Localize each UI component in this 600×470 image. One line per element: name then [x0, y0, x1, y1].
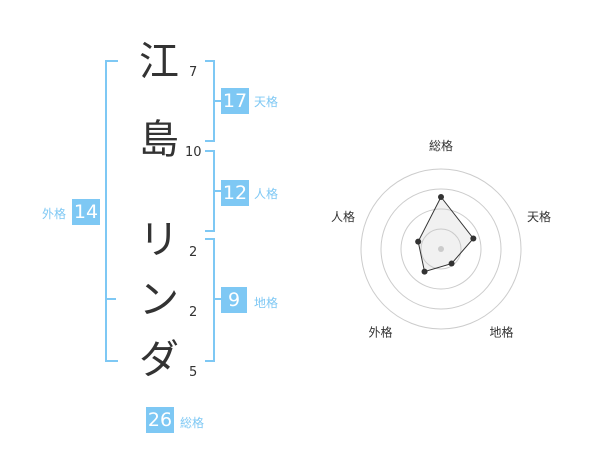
- gaikaku-bracket-mid: [105, 298, 116, 300]
- radar-polygon: [417, 196, 474, 273]
- jinkaku-connector: [215, 190, 221, 192]
- radar-center: [438, 246, 444, 252]
- radar-points: [415, 194, 477, 275]
- tenkaku-value-box: 17: [221, 88, 249, 114]
- stroke-count-5: 5: [189, 365, 198, 380]
- stroke-count-2: 10: [185, 145, 202, 160]
- chikaku-label: 地格: [254, 296, 279, 310]
- radar-ring-4: [360, 168, 522, 330]
- gaikaku-label: 外格: [42, 207, 67, 221]
- name-char-1: 江: [139, 39, 179, 85]
- jinkaku-label: 人格: [254, 187, 279, 201]
- chikaku-value-box: 9: [221, 287, 247, 313]
- stroke-count-1: 7: [189, 65, 198, 80]
- tenkaku-connector: [215, 100, 221, 102]
- stroke-count-3: 2: [189, 245, 198, 260]
- radar-point-1: [470, 235, 477, 242]
- radar-shape: [417, 196, 474, 273]
- radar-ring-1: [420, 228, 462, 270]
- radar-rings: [360, 168, 522, 330]
- radar-axis-label-3: 外格: [368, 324, 392, 339]
- radar-ring-2: [400, 208, 482, 290]
- stroke-count-4: 2: [189, 305, 198, 320]
- radar-axis-label-2: 地格: [490, 324, 514, 339]
- gaikaku-value-box: 14: [72, 199, 100, 225]
- jinkaku-value-box: 12: [221, 180, 249, 206]
- name-char-2: 島: [139, 117, 179, 163]
- tenkaku-bracket: [205, 60, 215, 142]
- chikaku-connector: [215, 298, 221, 300]
- radar-point-2: [448, 260, 455, 267]
- radar-ring-3: [380, 188, 502, 310]
- jinkaku-bracket: [205, 150, 215, 232]
- name-char-3: リ: [139, 217, 179, 263]
- radar-axis-label-1: 天格: [527, 209, 551, 224]
- radar-point-3: [421, 268, 428, 275]
- radar-point-4: [415, 238, 422, 245]
- chikaku-bracket: [205, 238, 215, 362]
- gaikaku-bracket: [105, 60, 118, 362]
- radar-axis-label-0: 総格: [429, 138, 453, 153]
- name-char-5: ダ: [139, 337, 179, 383]
- soukaku-value-box: 26: [146, 407, 174, 433]
- radar-point-0: [438, 194, 444, 200]
- soukaku-label: 総格: [180, 416, 205, 430]
- radar-axis-label-4: 人格: [331, 209, 355, 224]
- name-char-4: ン: [139, 277, 179, 323]
- tenkaku-label: 天格: [254, 95, 279, 109]
